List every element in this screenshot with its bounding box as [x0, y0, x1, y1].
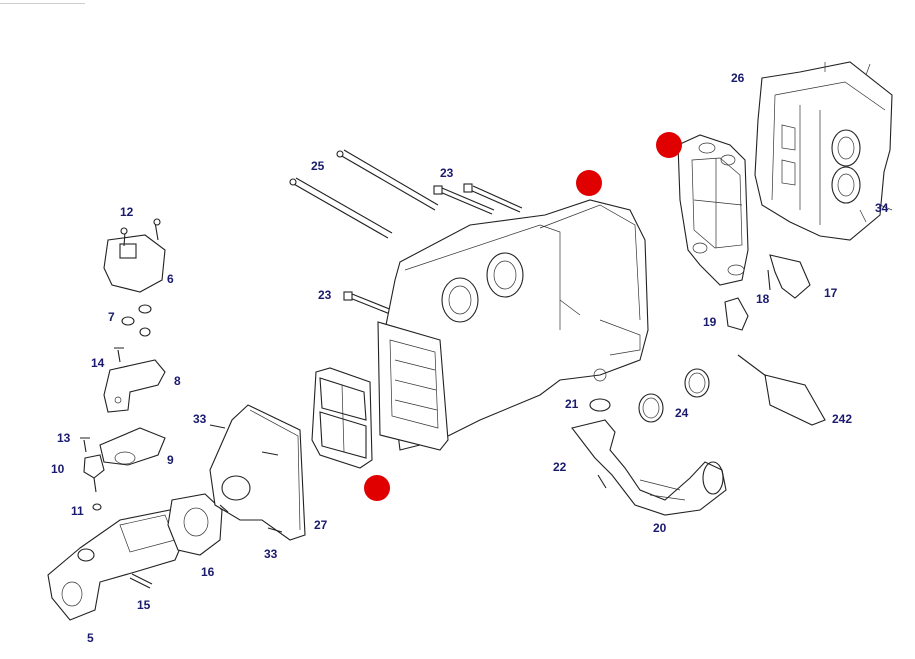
red-marker [656, 132, 682, 158]
label-23: 23 [440, 166, 454, 180]
label-16: 16 [201, 565, 215, 579]
label-10: 10 [51, 462, 65, 476]
sealant-tube-242 [737, 354, 826, 426]
header-rule [0, 0, 85, 4]
gasket-16 [167, 493, 223, 556]
egr-valve-5 [47, 509, 189, 621]
long-bolts-25 [289, 149, 439, 239]
label-34: 34 [875, 201, 889, 215]
bracket-8 [103, 347, 166, 413]
sensor-6 [103, 218, 166, 293]
label-25: 25 [311, 159, 325, 173]
label-33: 33 [193, 412, 207, 426]
label-8: 8 [174, 374, 181, 388]
red-marker [576, 170, 602, 196]
label-20: 20 [653, 521, 667, 535]
label-242: 242 [832, 412, 853, 426]
housing-27 [209, 404, 306, 541]
label-23: 23 [318, 288, 332, 302]
main-cooler-body [377, 199, 649, 451]
red-marker [364, 475, 390, 501]
label-26: 26 [731, 71, 745, 85]
label-19: 19 [703, 315, 717, 329]
o-rings-7 [121, 304, 152, 337]
label-11: 11 [71, 504, 84, 518]
parts-9-10-13 [80, 427, 166, 493]
label-21: 21 [565, 397, 579, 411]
label-14: 14 [91, 356, 105, 370]
label-22: 22 [553, 460, 567, 474]
label-7: 7 [108, 310, 115, 324]
parts-17-18-19 [724, 254, 811, 331]
label-9: 9 [167, 453, 174, 467]
gasket-plate [677, 134, 749, 286]
rings-24 [638, 368, 710, 423]
label-15: 15 [137, 598, 151, 612]
part-26-34-housing [754, 61, 893, 241]
pipe-20 [571, 398, 727, 516]
label-6: 6 [167, 272, 174, 286]
label-5: 5 [87, 631, 94, 645]
label-18: 18 [756, 292, 770, 306]
gasket-filter [311, 367, 373, 469]
label-13: 13 [57, 431, 71, 445]
label-33: 33 [264, 547, 278, 561]
label-27: 27 [314, 518, 328, 532]
ring-11 [92, 503, 102, 511]
label-12: 12 [120, 205, 134, 219]
label-17: 17 [824, 286, 838, 300]
label-24: 24 [675, 406, 689, 420]
